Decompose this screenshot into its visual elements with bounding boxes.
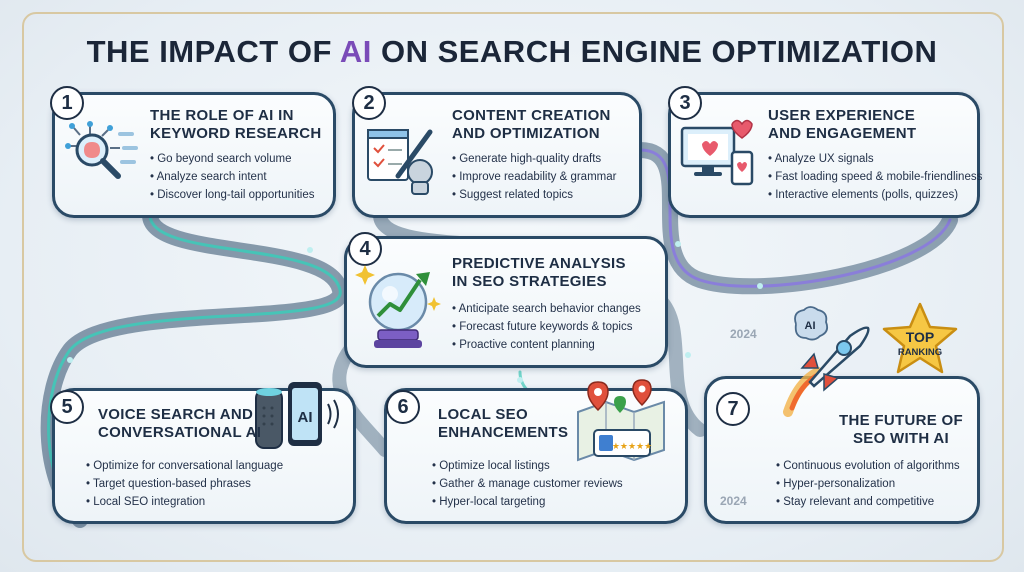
- list-item: Discover long-tail opportunities: [150, 186, 314, 204]
- list-item: Analyze UX signals: [768, 150, 982, 168]
- card-2-number-badge: 2: [352, 86, 386, 120]
- list-item: Analyze search intent: [150, 168, 314, 186]
- card-3-number-badge: 3: [668, 86, 702, 120]
- list-item: Hyper-personalization: [776, 475, 960, 493]
- card-5-number-badge: 5: [50, 390, 84, 424]
- list-item: Improve readability & grammar: [452, 168, 616, 186]
- card-7-bullets: Continuous evolution of algorithms Hyper…: [776, 457, 960, 511]
- list-item: Fast loading speed & mobile-friendliness: [768, 168, 982, 186]
- list-item: Suggest related topics: [452, 186, 616, 204]
- top-ranking-star-icon: TOP RANKING: [882, 302, 958, 374]
- list-item: Gather & manage customer reviews: [432, 475, 622, 493]
- ai-brain-chip-icon: AI: [794, 306, 829, 341]
- list-item: Continuous evolution of algorithms: [776, 457, 959, 475]
- list-item: Target question-based phrases: [86, 475, 283, 493]
- monitor-phone-heart-icon: [680, 119, 754, 186]
- card-4-number-badge: 4: [348, 232, 382, 266]
- card-2-bullets: Generate high-quality drafts Improve rea…: [452, 150, 616, 204]
- smart-speaker-phone-icon: AI: [255, 382, 339, 449]
- list-item: Generate high-quality drafts: [452, 150, 616, 168]
- brain-magnifier-icon: [65, 121, 138, 179]
- crystal-ball-chart-icon: [355, 265, 441, 348]
- list-item: Anticipate search behavior changes: [452, 300, 641, 318]
- list-item: Forecast future keywords & topics: [452, 318, 641, 336]
- list-item: Go beyond search volume: [150, 150, 314, 168]
- list-item: Optimize local listings: [432, 457, 623, 475]
- card-5-bullets: Optimize for conversational language Tar…: [86, 457, 283, 511]
- list-item: Hyper-local targeting: [432, 493, 623, 511]
- infographic-frame: [22, 12, 1004, 562]
- card-4-bullets: Anticipate search behavior changes Forec…: [452, 300, 641, 354]
- card-6-number-badge: 6: [386, 390, 420, 424]
- svg-text:★★★★★: ★★★★★: [612, 442, 652, 452]
- list-item: Stay relevant and competitive: [776, 493, 960, 511]
- list-item: Local SEO integration: [86, 493, 283, 511]
- ai-chip-label: AI: [805, 320, 816, 332]
- year-label-top: 2024: [730, 327, 757, 341]
- page-title: THE IMPACT OF AI ON SEARCH ENGINE OPTIMI…: [86, 34, 938, 69]
- list-item: Optimize for conversational language: [86, 457, 283, 475]
- card-1-number-badge: 1: [50, 86, 84, 120]
- year-label-bottom: 2024: [720, 494, 747, 508]
- phone-ai-label: AI: [298, 409, 313, 426]
- top-ranking-line2: RANKING: [898, 347, 942, 358]
- list-item: Interactive elements (polls, quizzes): [768, 186, 982, 204]
- rocket-icon: [783, 326, 870, 417]
- card-6-bullets: Optimize local listings Gather & manage …: [432, 457, 623, 511]
- title-highlight: AI: [339, 34, 372, 69]
- document-robot-pen-icon: [367, 129, 433, 195]
- card-7-number-badge: 7: [716, 392, 750, 426]
- card-1-bullets: Go beyond search volume Analyze search i…: [150, 150, 315, 204]
- top-ranking-line1: TOP: [906, 329, 935, 345]
- list-item: Proactive content planning: [452, 336, 641, 354]
- map-pins-reviews-icon: ★★★★★: [577, 379, 665, 462]
- card-3-bullets: Analyze UX signals Fast loading speed & …: [768, 150, 983, 204]
